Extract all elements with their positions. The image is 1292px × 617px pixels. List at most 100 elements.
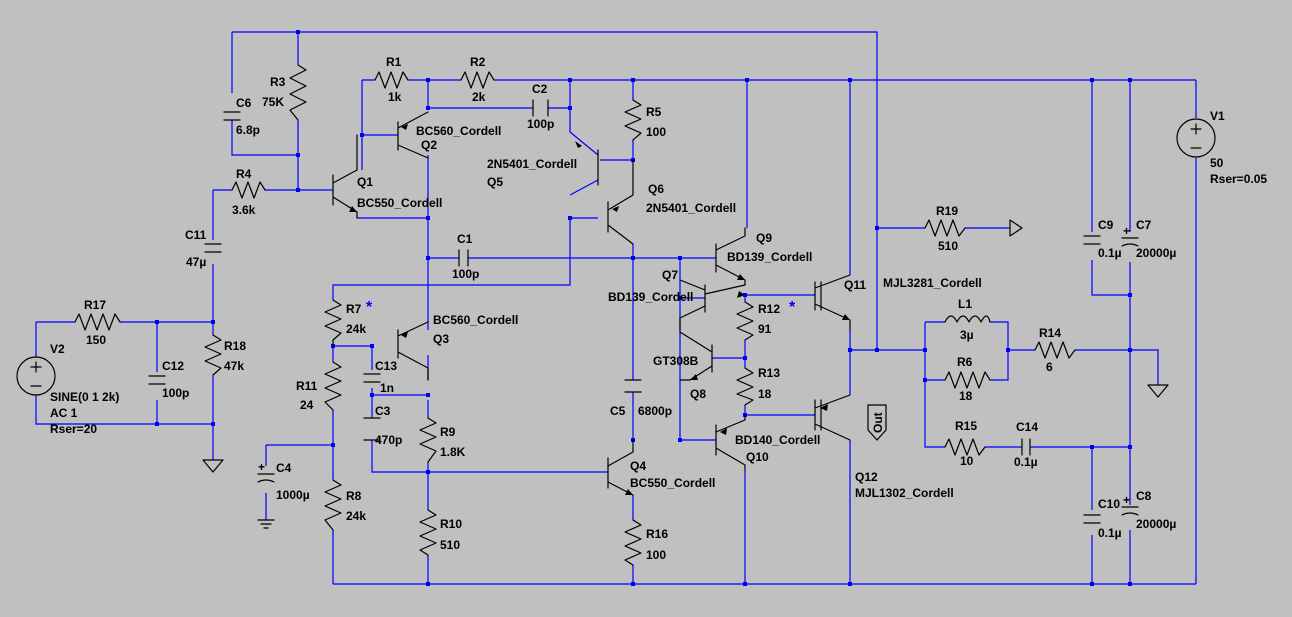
resistor-r1[interactable]: R1 1k xyxy=(374,55,409,104)
voltage-source-v1[interactable]: V1 50 Rser=0.05 xyxy=(1176,109,1267,186)
c13-ref: C13 xyxy=(375,359,397,373)
transistor-q10[interactable]: BD140_Cordell Q10 xyxy=(715,414,820,471)
c14-value: 0.1µ xyxy=(1014,455,1038,469)
r1-ref: R1 xyxy=(386,55,402,69)
resistor-r8[interactable]: R8 24k xyxy=(324,479,366,531)
capacitor-c10[interactable]: C10 0.1µ xyxy=(1083,497,1122,540)
resistor-r9[interactable]: R9 1.8K xyxy=(419,417,466,463)
c5-value: 6800p xyxy=(638,404,672,418)
resistor-r4[interactable]: R4 3.6k xyxy=(231,167,266,217)
transistor-q7[interactable]: Q7 BD139_Cordell xyxy=(608,268,746,331)
capacitor-c8[interactable]: + C8 20000µ xyxy=(1121,489,1176,531)
r17-value: 150 xyxy=(86,333,106,347)
resistor-r18[interactable]: R18 47k xyxy=(204,334,246,376)
resistor-r17[interactable]: R17 150 xyxy=(74,298,121,347)
r11-ref: R11 xyxy=(296,379,318,393)
capacitor-c1[interactable]: C1 100p xyxy=(452,232,479,281)
transistor-q1[interactable]: Q1 BC550_Cordell xyxy=(332,134,442,219)
c1-value: 100p xyxy=(452,267,479,281)
transistor-q12[interactable]: Q12 MJL1302_Cordell xyxy=(814,394,954,500)
c4-plus-sign: + xyxy=(258,460,265,474)
q2-model: BC560_Cordell xyxy=(416,124,501,138)
capacitor-c13[interactable]: C13 1n xyxy=(363,359,397,395)
r11-value: 24 xyxy=(300,398,314,412)
junction-dots xyxy=(155,30,1132,586)
capacitor-c2[interactable]: C2 100p xyxy=(527,82,554,131)
capacitor-c11[interactable]: C11 47µ xyxy=(185,228,222,269)
capacitor-c3[interactable]: C3 470p xyxy=(363,404,402,447)
capacitor-c7[interactable]: + C7 20000µ xyxy=(1121,218,1176,260)
resistor-r7[interactable]: R7 24k * xyxy=(324,299,373,347)
c1-ref: C1 xyxy=(457,232,473,246)
voltage-source-v2[interactable]: V2 SINE(0 1 2k) AC 1 Rser=20 xyxy=(16,342,119,436)
transistor-q9[interactable]: Q9 BD139_Cordell xyxy=(715,227,812,281)
q6-model: 2N5401_Cordell xyxy=(646,201,736,215)
q6-ref: Q6 xyxy=(648,182,664,196)
q4-model: BC550_Cordell xyxy=(630,476,715,490)
resistor-r19[interactable]: R19 510 xyxy=(924,204,1023,253)
net-label-out[interactable]: Out xyxy=(867,404,887,441)
q8-ref: Q8 xyxy=(690,387,706,401)
resistor-r6[interactable]: R6 18 xyxy=(944,355,991,403)
capacitor-c5[interactable]: C5 6800p xyxy=(610,379,672,418)
resistor-r14[interactable]: R14 6 xyxy=(1034,326,1076,374)
transistor-q4[interactable]: Q4 BC550_Cordell xyxy=(607,439,715,496)
c12-value: 100p xyxy=(162,386,189,400)
capacitor-c14[interactable]: C14 0.1µ xyxy=(1014,420,1038,469)
r2-ref: R2 xyxy=(470,55,486,69)
c8-value: 20000µ xyxy=(1136,517,1176,531)
r5-ref: R5 xyxy=(646,105,662,119)
transistor-q3[interactable]: BC560_Cordell Q3 xyxy=(397,313,518,381)
c4-value: 1000µ xyxy=(276,488,310,502)
ground-icon xyxy=(257,519,275,529)
c7-ref: C7 xyxy=(1136,218,1152,232)
transistor-q5[interactable]: 2N5401_Cordell Q5 xyxy=(487,141,599,189)
inductor-l1[interactable]: L1 3µ xyxy=(944,297,991,342)
v1-line-2: Rser=0.05 xyxy=(1210,172,1267,186)
r12-value: 91 xyxy=(758,322,772,336)
v1-ref: V1 xyxy=(1210,109,1225,123)
transistor-q8[interactable]: GT308B Q8 xyxy=(653,331,713,401)
resistor-r3[interactable]: R3 75K xyxy=(262,64,307,121)
capacitor-c4[interactable]: + C4 1000µ xyxy=(257,460,310,529)
q3-ref: Q3 xyxy=(433,332,449,346)
transistor-q6[interactable]: Q6 2N5401_Cordell xyxy=(607,159,736,245)
q12-ref: Q12 xyxy=(855,470,878,484)
r1-value: 1k xyxy=(388,90,402,104)
q5-ref: Q5 xyxy=(487,175,503,189)
r13-ref: R13 xyxy=(758,366,780,380)
r7-value: 24k xyxy=(346,322,366,336)
r12-ref: R12 xyxy=(758,302,780,316)
q3-model: BC560_Cordell xyxy=(433,313,518,327)
v1-line-1: 50 xyxy=(1210,156,1224,170)
resistor-r10[interactable]: R10 510 xyxy=(419,509,462,556)
c10-ref: C10 xyxy=(1098,497,1120,511)
ground-icon xyxy=(202,459,224,473)
resistor-r13[interactable]: R13 18 xyxy=(736,366,780,406)
r18-value: 47k xyxy=(224,359,244,373)
resistor-r16[interactable]: R16 100 xyxy=(624,519,668,566)
q11-ref: Q11 xyxy=(844,278,866,292)
resistor-r11[interactable]: R11 24 xyxy=(296,361,342,412)
resistor-r5[interactable]: R5 100 xyxy=(624,99,666,141)
capacitor-c12[interactable]: C12 100p xyxy=(148,359,189,400)
q9-model: BD139_Cordell xyxy=(727,250,812,264)
resistor-r12[interactable]: R12 91 * xyxy=(736,299,796,341)
transistor-q11[interactable]: Q11 MJL3281_Cordell xyxy=(814,274,982,331)
r7-ref: R7 xyxy=(346,302,362,316)
r16-value: 100 xyxy=(646,548,666,562)
c7-plus-sign: + xyxy=(1123,224,1130,238)
transistor-q2[interactable]: BC560_Cordell Q2 xyxy=(397,111,501,159)
resistor-r15[interactable]: R15 10 xyxy=(944,419,986,468)
q9-ref: Q9 xyxy=(756,231,772,245)
capacitor-c9[interactable]: C9 0.1µ xyxy=(1083,218,1122,260)
q1-model: BC550_Cordell xyxy=(357,196,442,210)
capacitor-c6[interactable]: C6 6.8p xyxy=(223,96,260,137)
r3-ref: R3 xyxy=(270,75,286,89)
ground-symbols xyxy=(202,384,1169,473)
r18-ref: R18 xyxy=(224,339,246,353)
c3-value: 470p xyxy=(375,433,402,447)
resistor-r2[interactable]: R2 2k xyxy=(460,55,495,104)
r16-ref: R16 xyxy=(646,527,668,541)
